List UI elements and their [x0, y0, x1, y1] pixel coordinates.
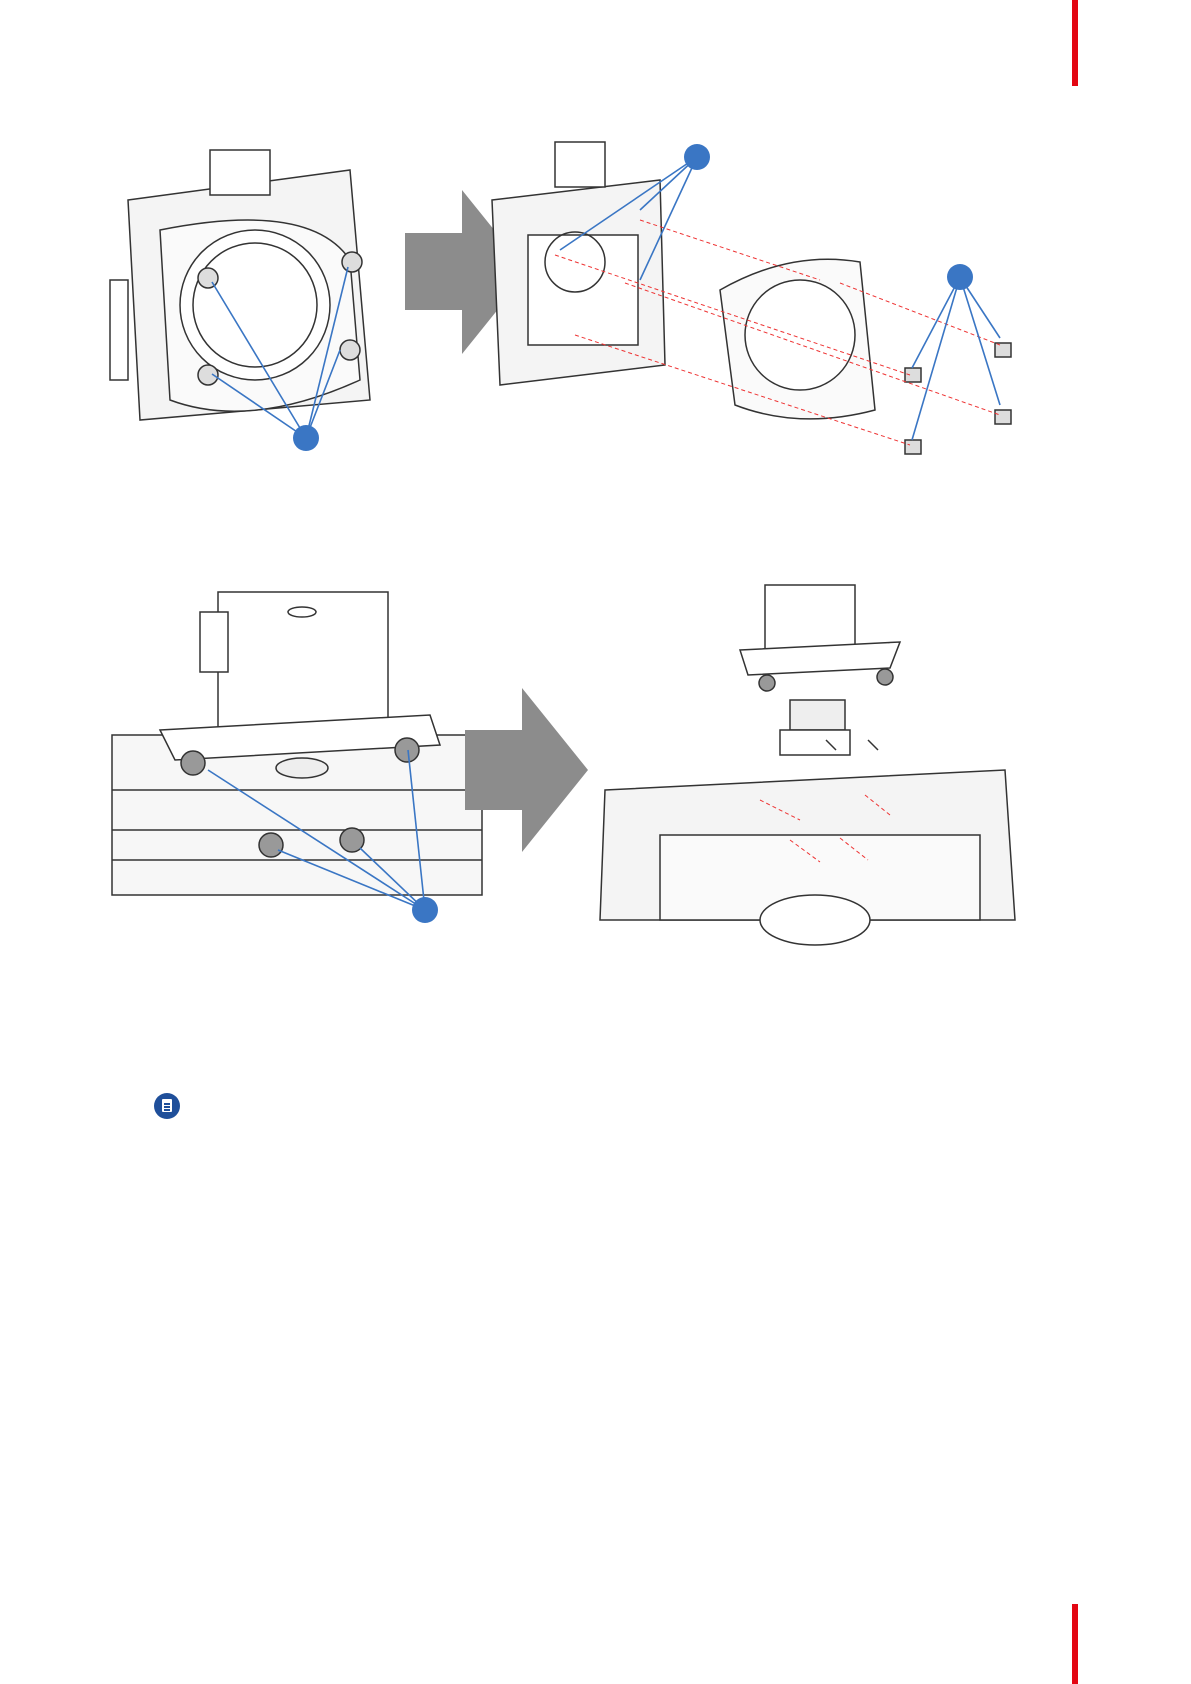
note-line-3: [164, 1109, 170, 1111]
transition-arrow-2: [465, 688, 588, 852]
note-line-1: [164, 1103, 170, 1105]
figure-motor-removal: [0, 0, 1191, 960]
callout-marker-4: [412, 897, 438, 923]
motor-mounted-closeup: [112, 592, 482, 895]
note-icon: [154, 1093, 180, 1119]
note-line-2: [164, 1106, 170, 1108]
page-accent-bar-bottom: [1072, 1604, 1078, 1684]
motor-exploded: [600, 585, 1015, 945]
